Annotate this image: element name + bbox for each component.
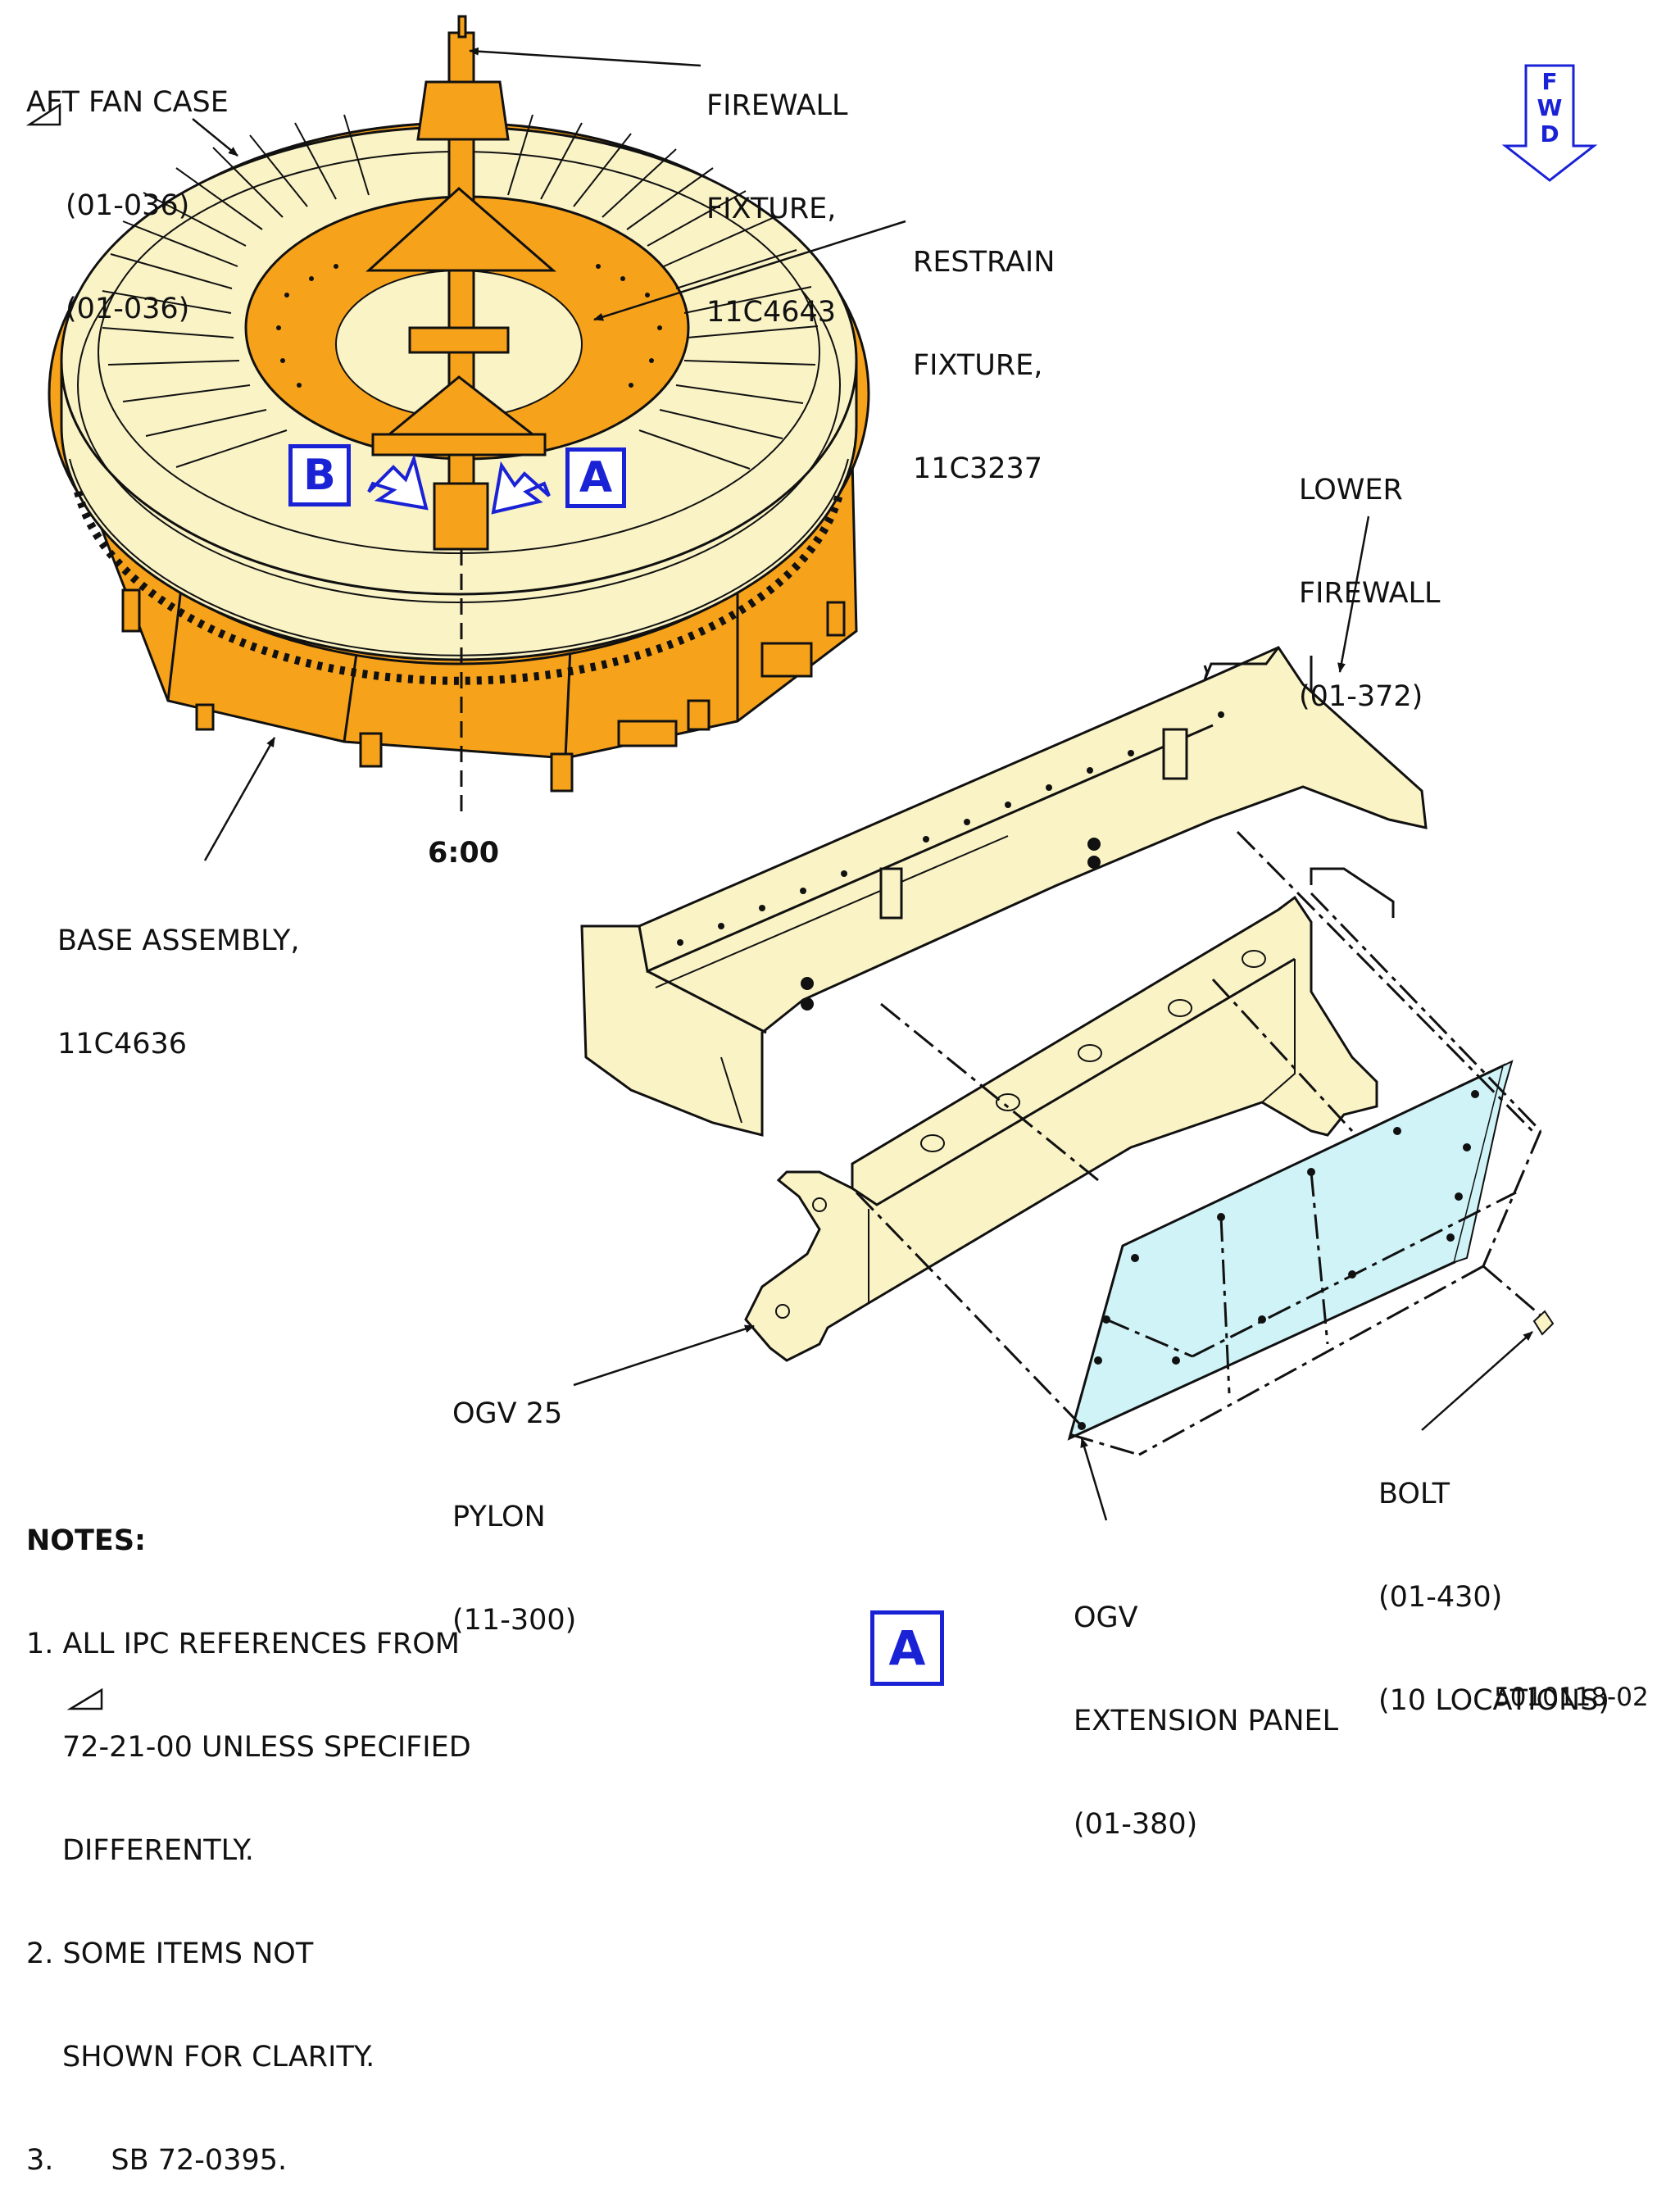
illustration [25,15,1598,1710]
note-2: 2. SOME ITEMS NOT [26,1937,314,1970]
firewall-fixture-shape [365,15,557,551]
fwd-arrow: F W D [1537,68,1563,148]
ogv25-pylon-label: OGV 25 PYLON (11-300) [452,1397,577,1637]
note-1: 1. ALL IPC REFERENCES FROM [26,1628,460,1660]
clock-position-label: 6:00 [428,837,500,870]
view-marker-b: B [288,444,351,506]
detail-view-label-a: A [870,1610,944,1686]
bolt-label: BOLT (01-430) (10 LOCATIONS) [1378,1478,1610,1717]
restrain-fixture-label: RESTRAIN FIXTURE, 11C3237 [913,246,1055,485]
aft-fan-case-label: AFT FAN CASE (01-036) (01-036) [26,86,229,325]
lower-firewall-shape [580,646,1428,1137]
bolt-shape [1532,1310,1555,1336]
installation-lines [855,830,1542,1456]
view-arrows [367,453,551,515]
view-marker-a: A [565,447,626,508]
base-assembly-label: BASE ASSEMBLY, 11C4636 [57,924,300,1061]
fwd-arrow-shape [1501,64,1598,182]
figure-id: 5010118-02 [1494,1683,1649,1712]
notes-title: NOTES: [26,1524,147,1557]
sb-triangle-flags [25,102,103,1710]
fan-vanes [102,114,819,470]
lower-firewall-label: LOWER FIREWALL (01-372) [1299,474,1441,713]
ogv-pylon-bosses [775,950,1266,1319]
firewall-fixture-label: FIREWALL FIXTURE, 11C4643 [706,89,848,329]
note-3: 3.SB 72-0395. [26,2144,288,2177]
restrain-fixture-holes [276,264,662,388]
leader-lines [192,47,1533,1521]
lower-firewall-holes [677,711,1224,1011]
ogv-pylon-shape [744,867,1395,1362]
notes-block: NOTES: 1. ALL IPC REFERENCES FROM 72-21-… [26,1524,471,2177]
ogv-extension-panel-label: OGV EXTENSION PANEL (01-380) [1074,1601,1339,1841]
